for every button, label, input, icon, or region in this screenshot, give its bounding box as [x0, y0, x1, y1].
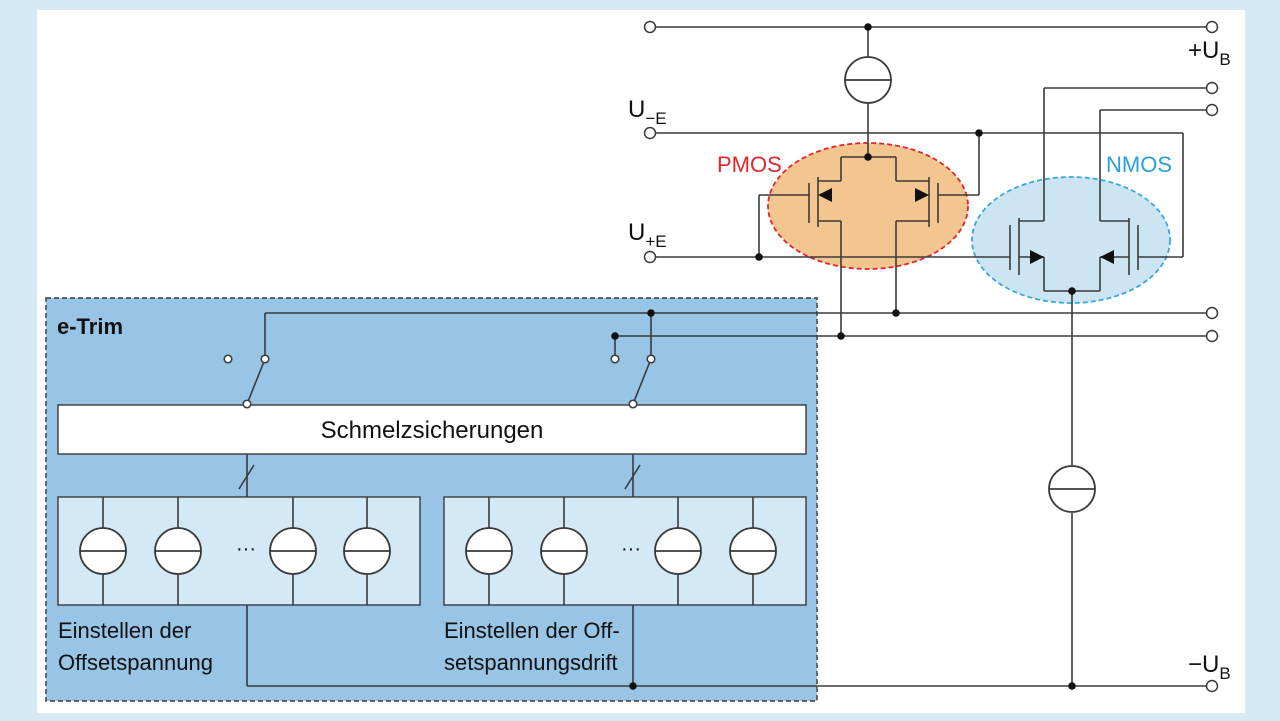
u-plus-e-label: U+E — [628, 219, 667, 251]
current-source — [343, 527, 391, 575]
ub-plus-text: +U — [1188, 37, 1219, 64]
nmos-label: NMOS — [1106, 152, 1172, 177]
offset-caption-line2: Offsetspannung — [58, 650, 213, 675]
top-current-source — [844, 56, 892, 104]
ellipsis-left: ··· — [236, 538, 256, 560]
junction-dots — [611, 23, 1076, 690]
drift-caption-line1: Einstellen der Off- — [444, 618, 620, 643]
current-source — [465, 527, 513, 575]
wiring — [238, 26, 1212, 687]
nmos-right-arrow — [1100, 250, 1114, 264]
ub-minus-label: −UB — [1188, 651, 1231, 683]
pmos-right-arrow — [915, 188, 929, 202]
u-minus-e-label: U−E — [628, 96, 667, 128]
current-source — [654, 527, 702, 575]
fuses-label: Schmelzsicherungen — [321, 417, 544, 444]
fuse-box — [57, 404, 807, 455]
current-source — [729, 527, 777, 575]
pmos-label: PMOS — [717, 152, 782, 177]
nmos-left-arrow — [1030, 250, 1044, 264]
current-source — [269, 527, 317, 575]
ub-minus-subscript: B — [1219, 664, 1230, 683]
drift-caption-line2: setspannungsdrift — [444, 650, 618, 675]
tail-current-source — [1048, 465, 1096, 513]
u-minus-e-text: U — [628, 96, 645, 123]
pmos-left-arrow — [818, 188, 832, 202]
u-minus-e-subscript: −E — [645, 109, 666, 128]
current-source — [79, 527, 127, 575]
ub-plus-label: +UB — [1188, 37, 1231, 69]
ub-plus-subscript: B — [1219, 50, 1230, 69]
offset-caption-line1: Einstellen der — [58, 618, 191, 643]
ellipsis-right: ··· — [621, 538, 641, 560]
ub-minus-text: −U — [1188, 651, 1219, 678]
u-plus-e-text: U — [628, 219, 645, 246]
current-source — [154, 527, 202, 575]
u-plus-e-subscript: +E — [645, 232, 666, 251]
etrim-label: e-Trim — [57, 314, 123, 339]
terminals — [223, 20, 1219, 693]
current-source — [540, 527, 588, 575]
nmos-region — [971, 176, 1171, 304]
